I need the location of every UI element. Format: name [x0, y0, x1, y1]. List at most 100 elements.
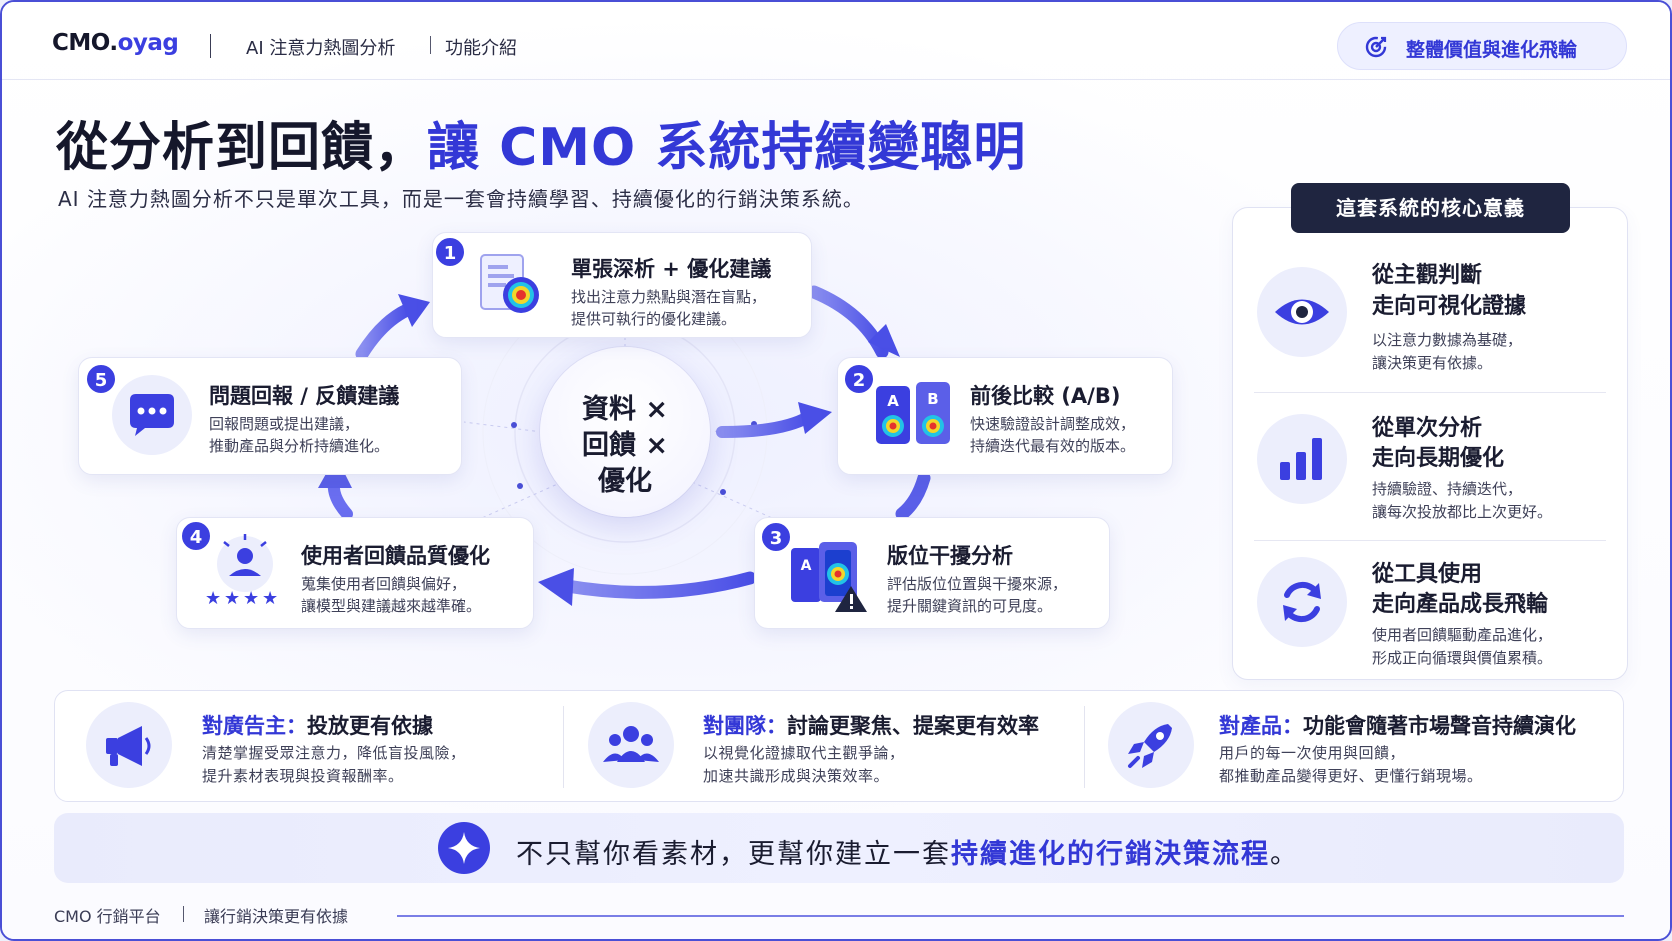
footer-line: [397, 915, 1624, 917]
cycle-step-4[interactable]: ★★★★ 使用者回饋品質優化 蒐集使用者回饋與偏好， 讓模型與建議越來越準確。: [176, 517, 534, 629]
audience-desc-3b: 都推動產品變得更好、更懂行銷現場。: [1219, 767, 1483, 785]
footer-separator: [183, 906, 184, 922]
audience-title-3: 對產品：功能會隨著市場聲音持續演化: [1219, 714, 1576, 738]
step-title: 單張深析 + 優化建議: [571, 257, 772, 281]
core-item-desc-1a: 以注意力數據為基礎，: [1372, 331, 1523, 349]
core-item-desc-1b: 讓決策更有依據。: [1372, 354, 1493, 372]
audience-desc-2a: 以視覺化證據取代主觀爭論，: [703, 744, 905, 762]
audience-desc-1b: 提升素材表現與投資報酬率。: [202, 767, 404, 785]
step-number-3: 3: [760, 521, 792, 553]
footer-tagline: 讓行銷決策更有依據: [204, 907, 349, 926]
core-item-desc-3a: 使用者回饋驅動產品進化，: [1372, 626, 1553, 644]
audience-icon-1: [86, 702, 172, 788]
audience-divider: [563, 706, 564, 788]
core-item-desc-3b: 形成正向循環與價值累積。: [1372, 649, 1553, 667]
svg-text:★: ★: [205, 588, 221, 609]
step-desc-2: 提供可執行的優化建議。: [571, 310, 737, 328]
step-desc-1: 找出注意力熱點與潛在盲點，: [571, 288, 767, 306]
center-line-2: 回饋 ×: [581, 430, 669, 461]
step-desc-1: 評估版位位置與干擾來源，: [887, 575, 1068, 593]
core-item-title-1a: 從主觀判斷: [1372, 263, 1483, 288]
step-number-4: 4: [180, 520, 212, 552]
step-title: 前後比較 (A/B): [970, 384, 1121, 408]
audience-strip: [54, 690, 1624, 802]
core-item-title-1b: 走向可視化證據: [1372, 294, 1527, 319]
svg-text:★: ★: [262, 588, 278, 609]
audience-icon-2: [588, 702, 674, 788]
core-divider: [1254, 392, 1606, 393]
audience-title-1: 對廣告主：投放更有依據: [202, 714, 433, 738]
core-meaning-heading: 這套系統的核心意義: [1291, 183, 1570, 233]
step-desc-2: 讓模型與建議越來越準確。: [301, 597, 482, 615]
step-desc-1: 蒐集使用者回饋與偏好，: [301, 575, 467, 593]
svg-text:B: B: [927, 390, 938, 408]
step-desc-2: 提升關鍵資訊的可見度。: [887, 597, 1053, 615]
ab-compare-icon: A B: [876, 382, 950, 444]
core-item-title-3b: 走向產品成長飛輪: [1372, 592, 1549, 617]
audience-desc-2b: 加速共識形成與決策效率。: [703, 767, 890, 785]
rocket-icon: [1128, 724, 1172, 768]
audience-desc-3a: 用戶的每一次使用與回饋，: [1219, 744, 1406, 762]
placement-warning-icon: A: [791, 542, 867, 612]
audience-icon-3: [1108, 702, 1194, 788]
pill-label: 整體價值與進化飛輪: [1406, 39, 1578, 61]
core-item-desc-2b: 讓每次投放都比上次更好。: [1372, 503, 1553, 521]
megaphone-icon: [106, 726, 151, 766]
audience-title-2: 對團隊：討論更聚焦、提案更有效率: [703, 714, 1039, 738]
core-item-title-3a: 從工具使用: [1372, 562, 1483, 587]
step-desc-1: 回報問題或提出建議，: [209, 415, 360, 433]
core-item-title-2b: 走向長期優化: [1372, 446, 1505, 471]
core-item-icon-2: [1257, 414, 1347, 504]
core-item-icon-3: [1257, 557, 1347, 647]
step-title: 版位干擾分析: [887, 544, 1013, 568]
cycle-step-2[interactable]: A B 前後比較 (A/B) 快速驗證設計調整成效， 持續迭代最有效的版本。: [837, 357, 1173, 475]
audience-divider: [1084, 706, 1085, 788]
center-line-3: 優化: [598, 466, 652, 497]
logo[interactable]: CMO.oyag: [52, 30, 179, 56]
bar-chart-icon: [1280, 438, 1322, 480]
target-refresh-icon: [1365, 36, 1387, 58]
header-divider: [210, 34, 211, 58]
core-item-icon-1: [1257, 267, 1347, 357]
top-bar: [2, 2, 1670, 80]
step-title: 使用者回饋品質優化: [301, 544, 490, 568]
step-number-1: 1: [434, 236, 466, 268]
team-icon: [603, 726, 659, 762]
banner-text: 不只幫你看素材，更幫你建立一套持續進化的行銷決策流程。: [516, 839, 1299, 870]
step-desc-1: 快速驗證設計調整成效，: [970, 415, 1136, 433]
step-title: 問題回報 / 反饋建議: [209, 384, 400, 408]
audience-desc-1a: 清楚掌握受眾注意力，降低盲投風險，: [202, 744, 466, 762]
step-number-2: 2: [843, 363, 875, 395]
chat-bubble-icon: [112, 375, 192, 455]
core-item-title-2a: 從單次分析: [1372, 416, 1483, 441]
breadcrumb-separator: [430, 36, 431, 54]
cycle-step-5[interactable]: 問題回報 / 反饋建議 回報問題或提出建議， 推動產品與分析持續進化。: [78, 357, 462, 475]
core-divider: [1254, 540, 1606, 541]
core-item-desc-2a: 持續驗證、持續迭代，: [1372, 480, 1523, 498]
eye-icon: [1275, 299, 1329, 325]
page-title: 從分析到回饋，讓 CMO 系統持續變聰明: [56, 118, 1027, 178]
document-heatmap-icon: [480, 254, 539, 313]
footer-brand: CMO 行銷平台: [54, 907, 161, 926]
svg-text:★: ★: [224, 588, 240, 609]
sparkle-icon: [438, 822, 490, 874]
cycle-step-3[interactable]: A 版位干擾分析 評估版位位置與干擾來源， 提升關鍵資訊的可見度。: [754, 517, 1110, 629]
value-flywheel-button[interactable]: 整體價值與進化飛輪: [1337, 22, 1627, 70]
cycle-step-1[interactable]: 單張深析 + 優化建議 找出注意力熱點與潛在盲點， 提供可執行的優化建議。: [432, 232, 812, 338]
breadcrumb-section[interactable]: AI 注意力熱圖分析: [246, 38, 396, 59]
step-number-5: 5: [85, 363, 117, 395]
center-line-1: 資料 ×: [581, 394, 669, 425]
step-desc-2: 持續迭代最有效的版本。: [970, 437, 1136, 455]
cycle-center: 資料 × 回饋 × 優化: [540, 347, 710, 517]
user-rating-icon: ★★★★: [205, 534, 278, 609]
svg-text:★: ★: [243, 588, 259, 609]
closing-banner: 不只幫你看素材，更幫你建立一套持續進化的行銷決策流程。: [54, 813, 1624, 883]
svg-text:A: A: [801, 558, 812, 574]
svg-text:A: A: [887, 392, 899, 410]
step-desc-2: 推動產品與分析持續進化。: [209, 437, 390, 455]
breadcrumb-page[interactable]: 功能介紹: [445, 38, 517, 59]
page-subtitle: AI 注意力熱圖分析不只是單次工具，而是一套會持續學習、持續優化的行銷決策系統。: [58, 187, 864, 211]
refresh-icon: [1283, 581, 1321, 623]
